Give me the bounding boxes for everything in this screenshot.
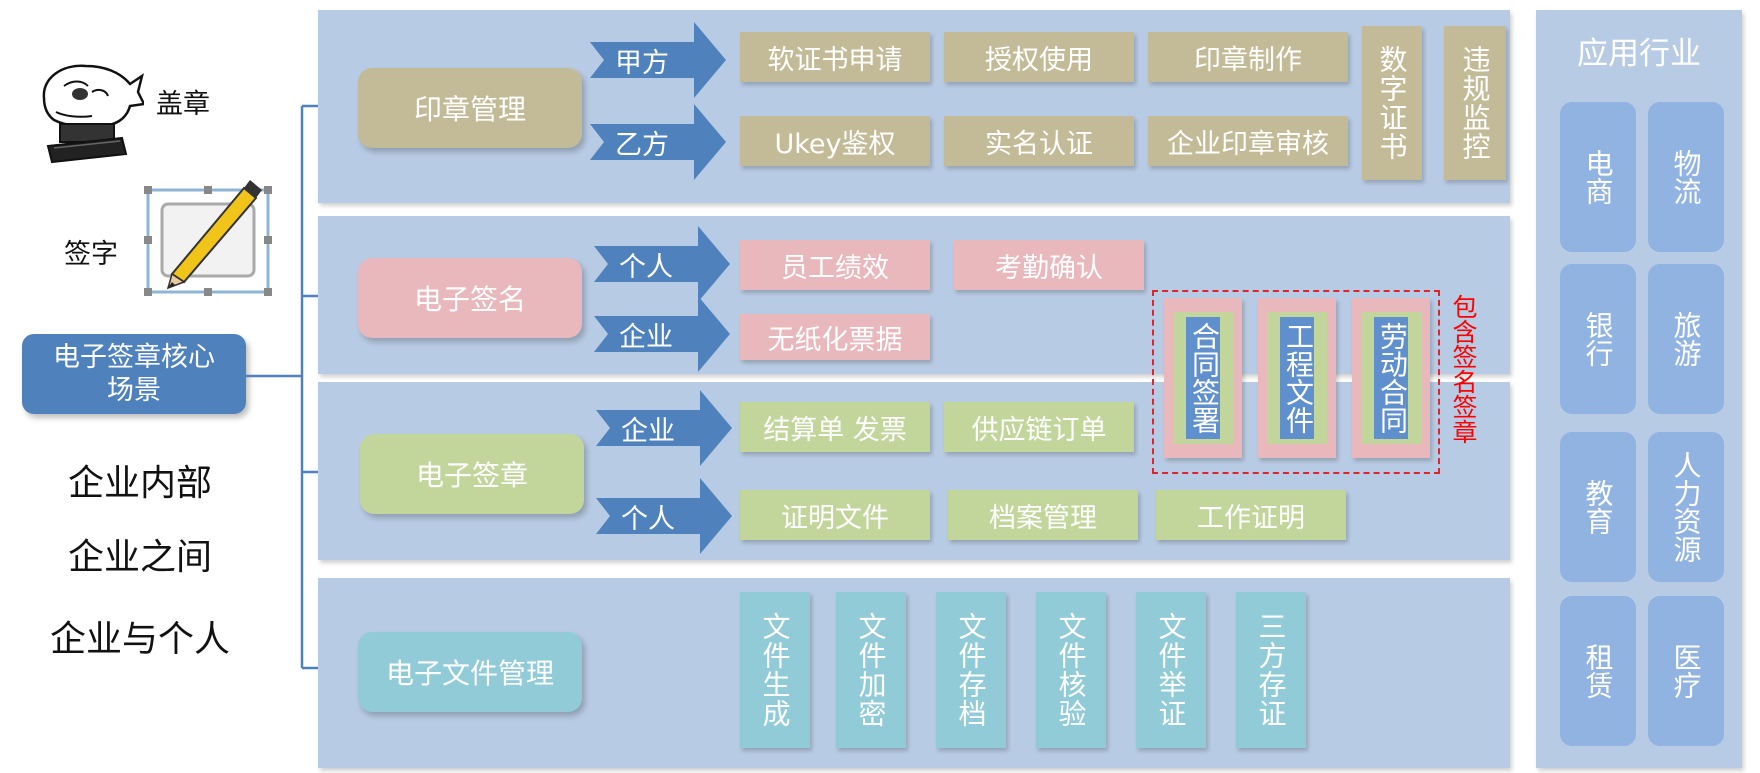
tile-supply-order: 供应链订单 [944, 402, 1134, 452]
tile-file-verify: 文件核验 [1036, 592, 1106, 748]
contract-note: 包含签名签章 [1449, 294, 1478, 444]
industry-title: 应用行业 [1577, 36, 1701, 72]
seal-management-box: 印章管理 [358, 68, 582, 148]
stamp-personal-label: 个人 [621, 503, 675, 535]
sign-enterprise-arrow: 企业 [594, 296, 730, 372]
core-scene-box: 电子签章核心 场景 [22, 334, 246, 414]
tile-file-archive: 文件存档 [936, 592, 1006, 748]
tile-work-proof: 工作证明 [1156, 490, 1346, 540]
tile-authorize: 授权使用 [944, 32, 1134, 82]
tile-archive-mgmt: 档案管理 [948, 490, 1138, 540]
industry-medical: 医疗 [1648, 596, 1724, 746]
contract-sign-label: 合同签署 [1186, 317, 1220, 439]
party-b-label: 乙方 [615, 129, 669, 161]
scenario-internal: 企业内部 [67, 463, 212, 504]
industry-education: 教育 [1560, 432, 1636, 582]
stamp-hand-icon [34, 46, 146, 164]
sign-enterprise-label: 企业 [619, 321, 673, 353]
tile-file-generate: 文件生成 [740, 592, 810, 748]
tile-file-evidence: 文件举证 [1136, 592, 1206, 748]
labor-contract-tile: 劳动合同 [1352, 298, 1430, 458]
stamp-enterprise-arrow: 企业 [596, 390, 732, 466]
tile-soft-cert: 软证书申请 [740, 32, 930, 82]
tile-certificate-doc: 证明文件 [740, 490, 930, 540]
scenario-personal: 企业与个人 [49, 619, 230, 660]
tile-third-party-deposit: 三方存证 [1236, 592, 1306, 748]
industry-logistics: 物流 [1648, 102, 1724, 252]
e-signature-box: 电子签名 [358, 258, 582, 338]
stamp-personal-arrow: 个人 [596, 478, 732, 554]
engineering-file-label: 工程文件 [1280, 317, 1314, 439]
tile-attendance: 考勤确认 [954, 240, 1144, 290]
scenario-between: 企业之间 [67, 537, 212, 578]
stamp-enterprise-label: 企业 [621, 415, 675, 447]
party-a-label: 甲方 [615, 47, 669, 79]
stamp-label: 盖章 [156, 89, 210, 120]
e-stamp-box: 电子签章 [360, 434, 584, 514]
core-scene-line2: 场景 [107, 375, 161, 406]
contract-sign-tile: 合同签署 [1164, 298, 1242, 458]
tile-performance: 员工绩效 [740, 240, 930, 290]
tile-real-name: 实名认证 [944, 116, 1134, 166]
tile-paperless: 无纸化票据 [740, 314, 930, 360]
industry-ecommerce: 电商 [1560, 102, 1636, 252]
tile-digital-cert: 数字证书 [1362, 26, 1422, 180]
industry-bank: 银行 [1560, 264, 1636, 414]
party-a-arrow: 甲方 [590, 22, 726, 98]
pencil-pad-icon [144, 178, 274, 298]
industry-tourism: 旅游 [1648, 264, 1724, 414]
tile-file-encrypt: 文件加密 [836, 592, 906, 748]
tile-settlement-invoice: 结算单 发票 [740, 402, 930, 452]
tile-ukey: Ukey鉴权 [740, 116, 930, 166]
core-scene-line1: 电子签章核心 [53, 342, 215, 373]
tile-seal-review: 企业印章审核 [1148, 116, 1348, 166]
tile-seal-make: 印章制作 [1148, 32, 1348, 82]
party-b-arrow: 乙方 [590, 104, 726, 180]
industry-hr: 人力资源 [1648, 432, 1724, 582]
e-file-mgmt-box: 电子文件管理 [358, 632, 582, 712]
sign-personal-label: 个人 [619, 251, 673, 283]
sign-label: 签字 [64, 239, 118, 270]
engineering-file-tile: 工程文件 [1258, 298, 1336, 458]
tile-violation-monitor: 违规监控 [1444, 26, 1506, 180]
industry-leasing: 租赁 [1560, 596, 1636, 746]
sign-personal-arrow: 个人 [594, 226, 730, 302]
contract-group-border [1152, 290, 1440, 474]
labor-contract-label: 劳动合同 [1374, 317, 1408, 439]
